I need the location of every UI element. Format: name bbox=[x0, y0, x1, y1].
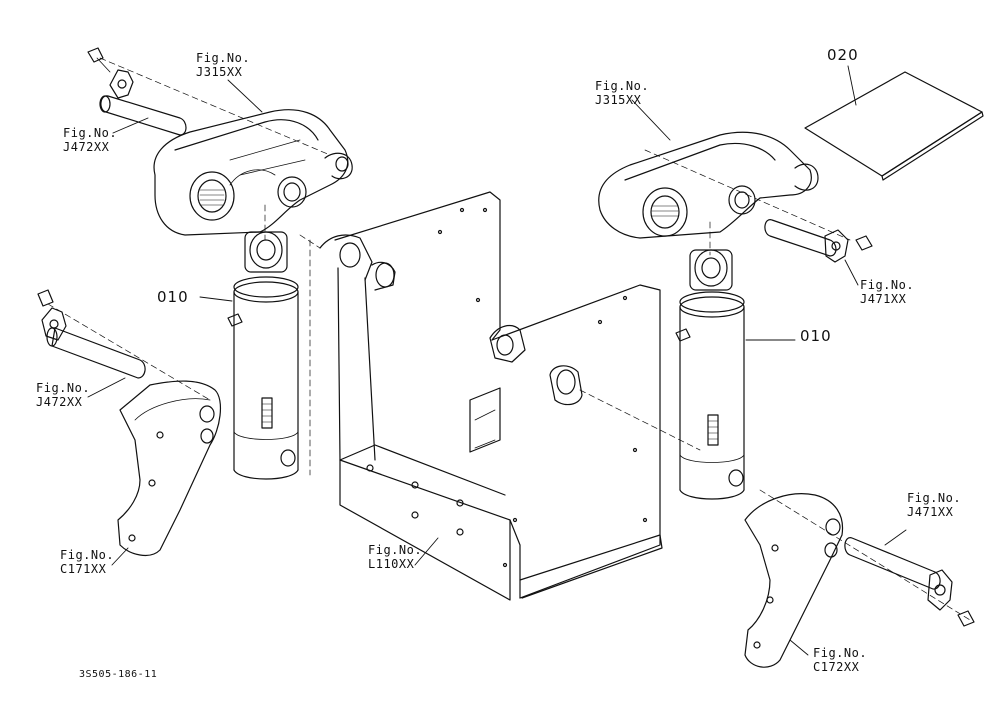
left-top-pin bbox=[87, 47, 187, 136]
callout-c171-line2: C171XX bbox=[60, 562, 107, 576]
callout-c171-line1: Fig.No. bbox=[60, 548, 115, 562]
left-arm-centerlines bbox=[99, 57, 331, 241]
callout-j315-left: Fig.No. J315XX bbox=[196, 51, 250, 79]
right-cylinder bbox=[675, 249, 745, 500]
left-pin-middle bbox=[37, 289, 211, 401]
callout-j315-left-line1: Fig.No. bbox=[196, 51, 251, 65]
callout-j315-right-line2: J315XX bbox=[595, 93, 642, 107]
callout-j472-mid-line1: Fig.No. bbox=[36, 381, 91, 395]
left-cylinder bbox=[227, 231, 299, 480]
callout-j471-lower-line1: Fig.No. bbox=[907, 491, 962, 505]
right-top-pin bbox=[764, 219, 873, 263]
callout-l110-line1: Fig.No. bbox=[368, 543, 423, 557]
drawing-code: 3S505-186-11 bbox=[79, 669, 158, 680]
left-lift-arm bbox=[153, 109, 353, 236]
callout-j315-right: Fig.No. J315XX bbox=[595, 79, 649, 107]
callout-j472-mid-line2: J472XX bbox=[36, 395, 83, 409]
callout-j471-upper-line2: J471XX bbox=[860, 292, 907, 306]
part-number-manual: 020 bbox=[827, 46, 859, 64]
callout-c172-line2: C172XX bbox=[813, 660, 860, 674]
callout-j471-lower: Fig.No. J471XX bbox=[907, 491, 961, 519]
callout-j472-top-line1: Fig.No. bbox=[63, 126, 118, 140]
callout-c171: Fig.No. C171XX bbox=[60, 548, 114, 576]
callout-j471-lower-line2: J471XX bbox=[907, 505, 954, 519]
center-frame bbox=[319, 191, 663, 601]
left-bracket bbox=[117, 380, 222, 557]
part-number-cylinder-right: 010 bbox=[800, 327, 832, 345]
leader-lines bbox=[87, 65, 907, 656]
callout-l110: Fig.No. L110XX bbox=[368, 543, 422, 571]
part-number-cylinder-left: 010 bbox=[157, 288, 189, 306]
callout-l110-line2: L110XX bbox=[368, 557, 415, 571]
right-lift-arm bbox=[598, 131, 819, 239]
callout-j471-upper-line1: Fig.No. bbox=[860, 278, 915, 292]
right-bracket bbox=[744, 493, 844, 668]
callout-j315-right-line1: Fig.No. bbox=[595, 79, 650, 93]
callout-j472-top-line2: J472XX bbox=[63, 140, 110, 154]
right-pin-lower bbox=[759, 489, 975, 627]
right-arm-centerlines bbox=[644, 149, 851, 256]
callout-c172: Fig.No. C172XX bbox=[813, 646, 867, 674]
manual-booklet bbox=[804, 71, 984, 181]
callout-j315-left-line2: J315XX bbox=[196, 65, 243, 79]
callout-c172-line1: Fig.No. bbox=[813, 646, 868, 660]
callout-j472-top: Fig.No. J472XX bbox=[63, 126, 117, 154]
callout-j471-upper: Fig.No. J471XX bbox=[860, 278, 914, 306]
callout-j472-mid: Fig.No. J472XX bbox=[36, 381, 90, 409]
